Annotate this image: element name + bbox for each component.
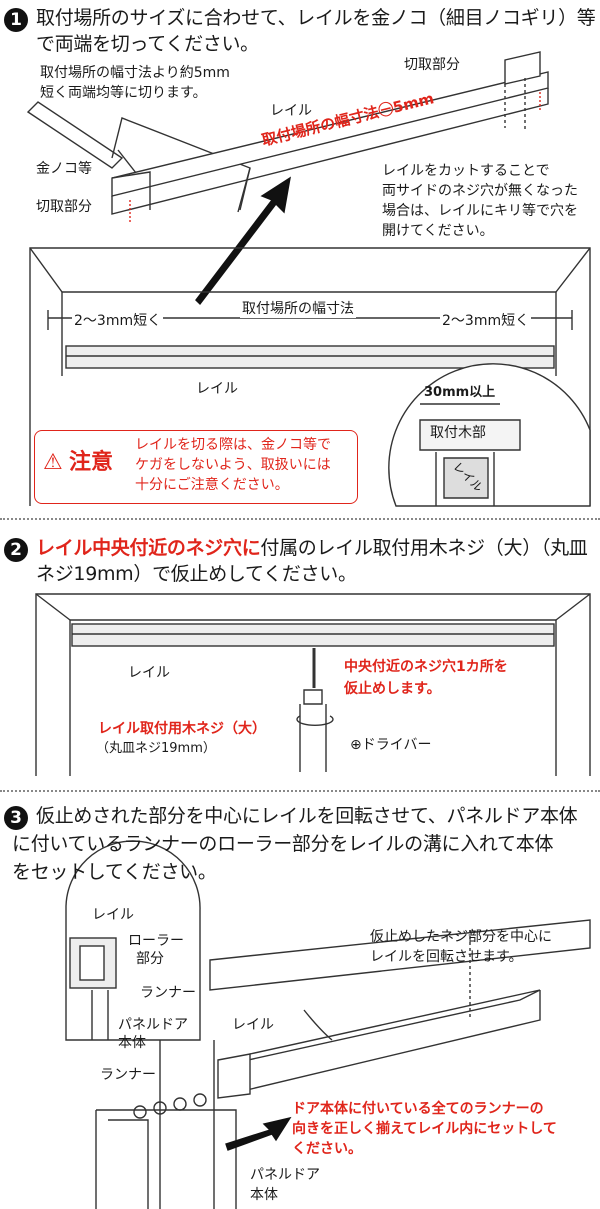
- set-note-2: 向きを正しく揃えてレイル内にセットして: [292, 1121, 557, 1137]
- cut-note-line-1: 取付場所の幅寸法より約5mm: [40, 65, 230, 81]
- rotate-note-2: レイルを回転させます。: [370, 949, 523, 965]
- frame-illustration-2: [35, 593, 591, 776]
- hole-note-line-3: 場合は、レイルにキリ等で穴を: [382, 203, 578, 219]
- roller-label-2: 部分: [136, 951, 164, 967]
- panel-door-label-main-1: パネルドア: [250, 1167, 320, 1183]
- warning-icon: ⚠: [43, 450, 63, 475]
- panel-door-label-detail-2: 本体: [118, 1035, 146, 1051]
- panel-door-label-main-2: 本体: [250, 1187, 278, 1203]
- caution-box: ⚠ 注意 レイルを切る際は、金ノコ等で ケガをしないよう、取扱いには 十分にご注…: [34, 430, 358, 504]
- center-hole-note-1: 中央付近のネジ穴1カ所を: [344, 659, 508, 675]
- caution-line-2: ケガをしないよう、取扱いには: [135, 457, 331, 473]
- divider-1: [0, 518, 600, 521]
- min-30mm-label: 30mm以上: [424, 385, 496, 400]
- wood-mount-label: 取付木部: [430, 425, 486, 441]
- step-2-highlight: レイル中央付近のネジ穴に: [36, 537, 261, 559]
- runner-label-main: ランナー: [100, 1067, 156, 1083]
- frame-illustration-1: [29, 247, 591, 506]
- step-1-instruction-line-2: で両端を切ってください。: [36, 33, 259, 55]
- step-3-number: 3: [4, 806, 28, 830]
- rail-label-top: レイル: [270, 103, 312, 119]
- caution-line-1: レイルを切る際は、金ノコ等で: [135, 437, 331, 453]
- rail-perspective-illustration: [111, 51, 549, 222]
- hole-note-line-2: 両サイドのネジ穴が無くなった: [382, 183, 578, 199]
- cut-part-label-left: 切取部分: [36, 199, 92, 215]
- panel-door-label-detail-1: パネルドア: [118, 1017, 188, 1033]
- step-2-number: 2: [4, 538, 28, 562]
- wood-screw-sub-label: （丸皿ネジ19mm）: [96, 741, 216, 756]
- arrow-down-left-icon: [195, 176, 291, 306]
- step-2-line-1-rest: 付属のレイル取付用木ネジ（大）（丸皿: [260, 537, 588, 559]
- step-2-instruction-line-2: ネジ19mm）で仮止めしてください。: [36, 563, 357, 585]
- cut-note-line-2: 短く両端均等に切ります。: [40, 85, 207, 101]
- section-detail-illustration: [388, 363, 591, 507]
- dimension-short-right: 2～3mm短く: [440, 312, 532, 330]
- rail-label-main: レイル: [232, 1017, 274, 1033]
- runner-label-detail: ランナー: [140, 985, 196, 1001]
- wood-screw-label: レイル取付用木ネジ（大）: [98, 721, 266, 737]
- set-note-3: ください。: [292, 1141, 362, 1157]
- rail-label-step2: レイル: [128, 665, 170, 681]
- hole-note-line-1: レイルをカットすることで: [382, 163, 550, 179]
- step-1-number: 1: [4, 8, 28, 32]
- door-rail-illustration: [65, 840, 591, 1209]
- step-1-instruction-line-1: 取付場所のサイズに合わせて、レイルを金ノコ（細目ノコギリ）等: [36, 7, 596, 29]
- hole-note-line-4: 開けてください。: [382, 223, 494, 239]
- saw-label: 金ノコ等: [36, 161, 92, 177]
- hacksaw-illustration: [26, 101, 251, 213]
- screwdriver-label: ⊕ドライバー: [350, 737, 432, 753]
- dimension-width-label: 取付場所の幅寸法: [240, 300, 356, 318]
- step-3-instruction-line-2: に付いているランナーのローラー部分をレイルの溝に入れて本体: [12, 833, 554, 855]
- dimension-short-left: 2～3mm短く: [72, 312, 164, 330]
- step-2-instruction-line-1: レイル中央付近のネジ穴に付属のレイル取付用木ネジ（大）（丸皿: [36, 536, 588, 560]
- step-3-instruction-line-3: をセットしてください。: [12, 861, 217, 883]
- rail-label-detail: レイル: [92, 907, 134, 923]
- caution-title: 注意: [69, 450, 114, 475]
- caution-line-3: 十分にご注意ください。: [135, 477, 289, 493]
- cut-part-label-right: 切取部分: [404, 57, 460, 73]
- rotate-note-1: 仮止めしたネジ部分を中心に: [370, 929, 552, 945]
- center-hole-note-2: 仮止めします。: [344, 681, 441, 697]
- step-3-instruction-line-1: 仮止めされた部分を中心にレイルを回転させて、パネルドア本体: [36, 805, 578, 827]
- rail-label-frame: レイル: [196, 381, 238, 397]
- divider-2: [0, 790, 600, 793]
- roller-label-1: ローラー: [128, 933, 184, 949]
- set-note-1: ドア本体に付いている全てのランナーの: [292, 1101, 544, 1117]
